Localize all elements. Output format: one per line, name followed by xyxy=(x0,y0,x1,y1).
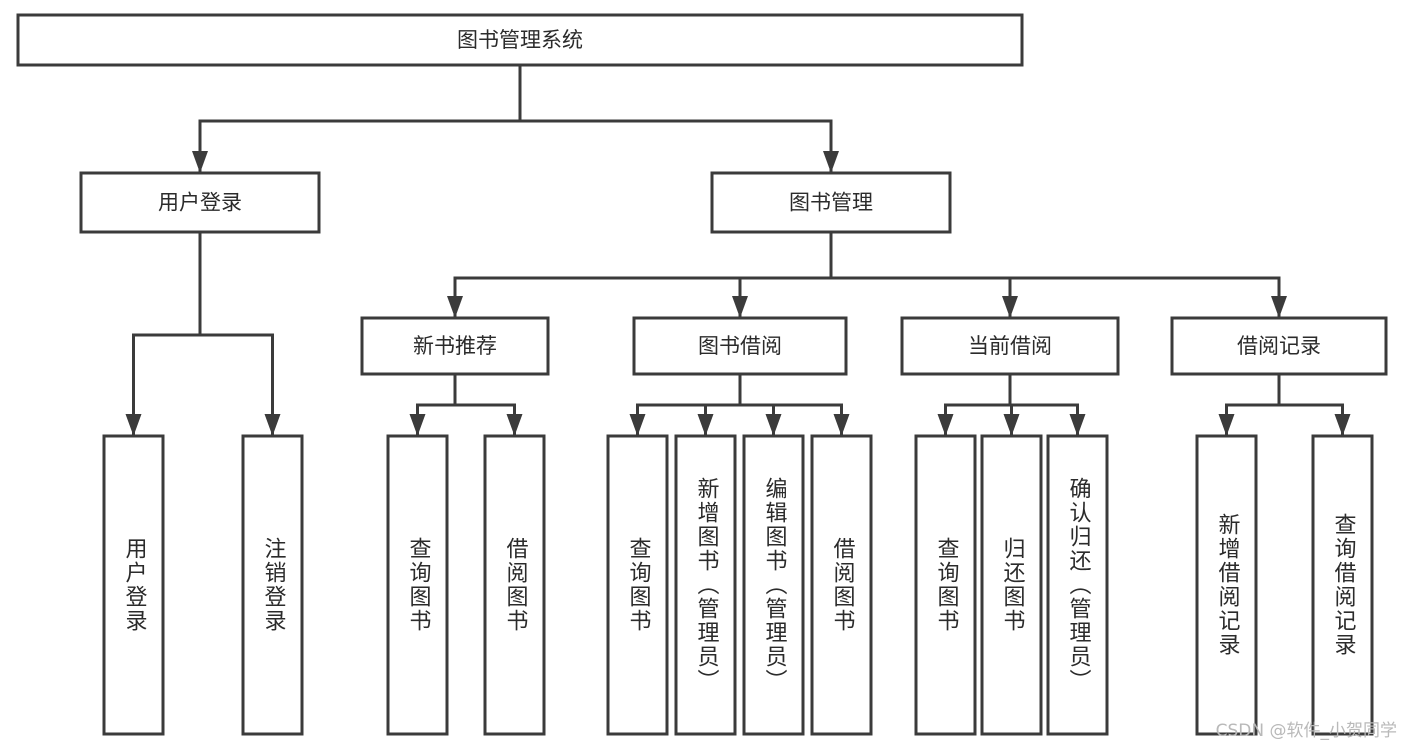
root-to-level2-arrowhead-0 xyxy=(192,151,208,173)
level3-0-children-arrowhead-1 xyxy=(506,414,523,436)
level3-2-children-arrowhead-1 xyxy=(1003,414,1020,436)
level3-node-label-0: 新书推荐 xyxy=(413,334,497,358)
level2-node-1[interactable] xyxy=(710,171,952,234)
level3-1-children-arrowhead-0 xyxy=(629,414,646,436)
leaf-node-12[interactable] xyxy=(1311,434,1374,736)
level3-node-0[interactable] xyxy=(360,316,550,376)
root-node-0[interactable] xyxy=(16,13,1024,67)
level3-0-children-arrowhead-0 xyxy=(409,414,426,436)
leaf-node-10[interactable] xyxy=(1046,434,1109,736)
book-mgmt-children-arrowhead-3 xyxy=(1271,296,1287,318)
leaf-node-6[interactable] xyxy=(742,434,805,736)
leaf-node-5[interactable] xyxy=(674,434,737,736)
level3-2-children-arrowhead-2 xyxy=(1069,414,1086,436)
level3-node-3[interactable] xyxy=(1170,316,1388,376)
level3-1-children-arrowhead-3 xyxy=(833,414,850,436)
user-login-children-arrowhead-1 xyxy=(264,414,281,436)
root-to-level2-arrowhead-1 xyxy=(823,151,839,173)
user-login-children-arrowhead-0 xyxy=(125,414,142,436)
level3-node-label-2: 当前借阅 xyxy=(968,334,1052,358)
level2-node-0[interactable] xyxy=(79,171,321,234)
leaf-node-2[interactable] xyxy=(386,434,449,736)
level3-1-children-arrowhead-2 xyxy=(765,414,782,436)
level3-node-label-1: 图书借阅 xyxy=(698,334,782,358)
leaf-node-0[interactable] xyxy=(102,434,165,736)
watermark-text: CSDN @软件_小贺同学 xyxy=(1215,721,1397,741)
book-mgmt-children-arrowhead-2 xyxy=(1002,296,1018,318)
leaf-node-3[interactable] xyxy=(483,434,546,736)
connector-lines xyxy=(125,63,1351,437)
level2-node-label-1: 图书管理 xyxy=(789,191,873,215)
level3-node-2[interactable] xyxy=(900,316,1120,376)
root-node-label-0: 图书管理系统 xyxy=(457,28,583,52)
book-mgmt-children-arrowhead-1 xyxy=(732,296,748,318)
level2-node-label-0: 用户登录 xyxy=(158,191,242,215)
leaf-node-9[interactable] xyxy=(980,434,1043,736)
level3-1-children-arrowhead-1 xyxy=(697,414,714,436)
level3-node-1[interactable] xyxy=(632,316,848,376)
level3-3-children-arrowhead-1 xyxy=(1334,414,1351,436)
level3-node-label-3: 借阅记录 xyxy=(1237,334,1321,358)
leaf-node-4[interactable] xyxy=(606,434,669,736)
leaf-node-1[interactable] xyxy=(241,434,304,736)
level3-2-children-arrowhead-0 xyxy=(937,414,954,436)
level3-3-children-arrowhead-0 xyxy=(1218,414,1235,436)
book-mgmt-children-arrowhead-0 xyxy=(447,296,463,318)
leaf-node-8[interactable] xyxy=(914,434,977,736)
node-boxes xyxy=(16,13,1388,736)
leaf-node-7[interactable] xyxy=(810,434,873,736)
leaf-node-11[interactable] xyxy=(1195,434,1258,736)
